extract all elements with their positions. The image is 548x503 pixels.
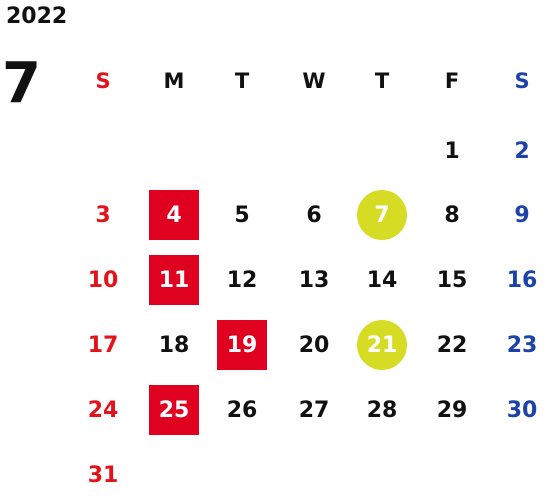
marked-day-cell[interactable]: 7 (357, 190, 407, 240)
day-cell[interactable]: 30 (506, 397, 538, 423)
day-cell[interactable]: 16 (506, 267, 538, 293)
day-cell[interactable]: 26 (226, 397, 258, 423)
weekday-header-thu: T (374, 69, 390, 93)
weekday-header-tue: T (234, 69, 250, 93)
calendar-month: 7 (2, 51, 41, 116)
weekday-header-fri: F (444, 69, 460, 93)
day-cell[interactable]: 17 (87, 332, 119, 358)
holiday-day-cell[interactable]: 11 (149, 255, 199, 305)
holiday-day-cell[interactable]: 25 (149, 385, 199, 435)
day-cell[interactable]: 14 (366, 267, 398, 293)
day-cell[interactable]: 10 (87, 267, 119, 293)
day-cell[interactable]: 1 (444, 138, 460, 164)
weekday-header-sun: S (95, 69, 111, 93)
day-cell[interactable]: 28 (366, 397, 398, 423)
day-cell[interactable]: 23 (506, 332, 538, 358)
day-cell[interactable]: 29 (436, 397, 468, 423)
day-cell[interactable]: 2 (514, 138, 530, 164)
marked-day-cell[interactable]: 21 (357, 320, 407, 370)
calendar-year: 2022 (6, 4, 68, 29)
day-cell[interactable]: 31 (87, 462, 119, 488)
holiday-day-cell[interactable]: 19 (217, 320, 267, 370)
weekday-header-mon: M (163, 69, 185, 93)
day-cell[interactable]: 5 (234, 202, 250, 228)
day-cell[interactable]: 15 (436, 267, 468, 293)
day-cell[interactable]: 9 (514, 202, 530, 228)
day-cell[interactable]: 22 (436, 332, 468, 358)
day-cell[interactable]: 8 (444, 202, 460, 228)
day-cell[interactable]: 27 (298, 397, 330, 423)
day-cell[interactable]: 3 (95, 202, 111, 228)
weekday-header-sat: S (514, 69, 530, 93)
day-cell[interactable]: 20 (298, 332, 330, 358)
day-cell[interactable]: 24 (87, 397, 119, 423)
weekday-header-wed: W (302, 69, 326, 93)
day-cell[interactable]: 6 (306, 202, 322, 228)
holiday-day-cell[interactable]: 4 (149, 190, 199, 240)
day-cell[interactable]: 12 (226, 267, 258, 293)
day-cell[interactable]: 13 (298, 267, 330, 293)
day-cell[interactable]: 18 (158, 332, 190, 358)
